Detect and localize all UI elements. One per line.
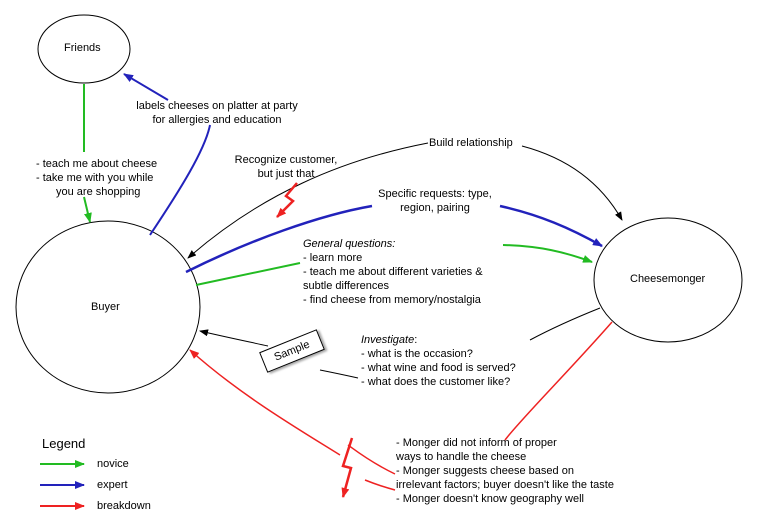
general-questions-arrow (502, 244, 593, 263)
investigate-edge (529, 307, 601, 341)
teach-me-text: - teach me about cheese - take me with y… (36, 158, 158, 198)
cheesemonger-label: Cheesemonger (630, 273, 706, 285)
breakdown-edge-buyer (189, 349, 341, 456)
legend-label-breakdown: breakdown (97, 500, 151, 512)
general-questions-text: General questions: - learn more - teach … (303, 238, 483, 306)
breakdown-return (364, 479, 396, 491)
friends-node (37, 14, 131, 84)
legend-label-novice: novice (97, 458, 129, 470)
investigate-text: Investigate: - what is the occasion? - w… (361, 334, 516, 388)
breakdowns-text: - Monger did not inform of proper ways t… (396, 437, 614, 505)
build-relationship-text: Build relationship (429, 137, 513, 149)
breakdown-edge-monger (504, 321, 613, 441)
specific-requests-text: Specific requests: type, region, pairing (378, 188, 492, 214)
cheesemonger-node (593, 217, 743, 343)
recognize-breakdown-zigzag (276, 182, 298, 218)
labels-cheeses-text: labels cheeses on platter at party for a… (136, 100, 298, 126)
specific-requests-arrow (499, 204, 603, 248)
breakdown-zigzag (341, 437, 354, 498)
build-relationship-edge-left (187, 142, 429, 259)
breakdown-edge-text (347, 444, 396, 475)
general-questions-edge (195, 262, 301, 286)
buyer-to-friends-arrow (123, 73, 169, 101)
buyer-label: Buyer (91, 301, 120, 313)
legend-label-expert: expert (97, 479, 128, 491)
sample-to-buyer-arrow (199, 329, 269, 347)
build-relationship-edge-right (521, 145, 623, 221)
investigate-to-sample-edge (319, 369, 359, 379)
buyer-node (15, 220, 201, 394)
legend-title: Legend (42, 436, 86, 451)
specific-requests-edge (185, 204, 373, 274)
friends-label: Friends (64, 42, 101, 54)
friends-to-buyer-arrow (83, 196, 92, 223)
recognize-customer-text: Recognize customer, but just that (234, 154, 338, 180)
buyer-to-friends-edge (149, 124, 211, 236)
